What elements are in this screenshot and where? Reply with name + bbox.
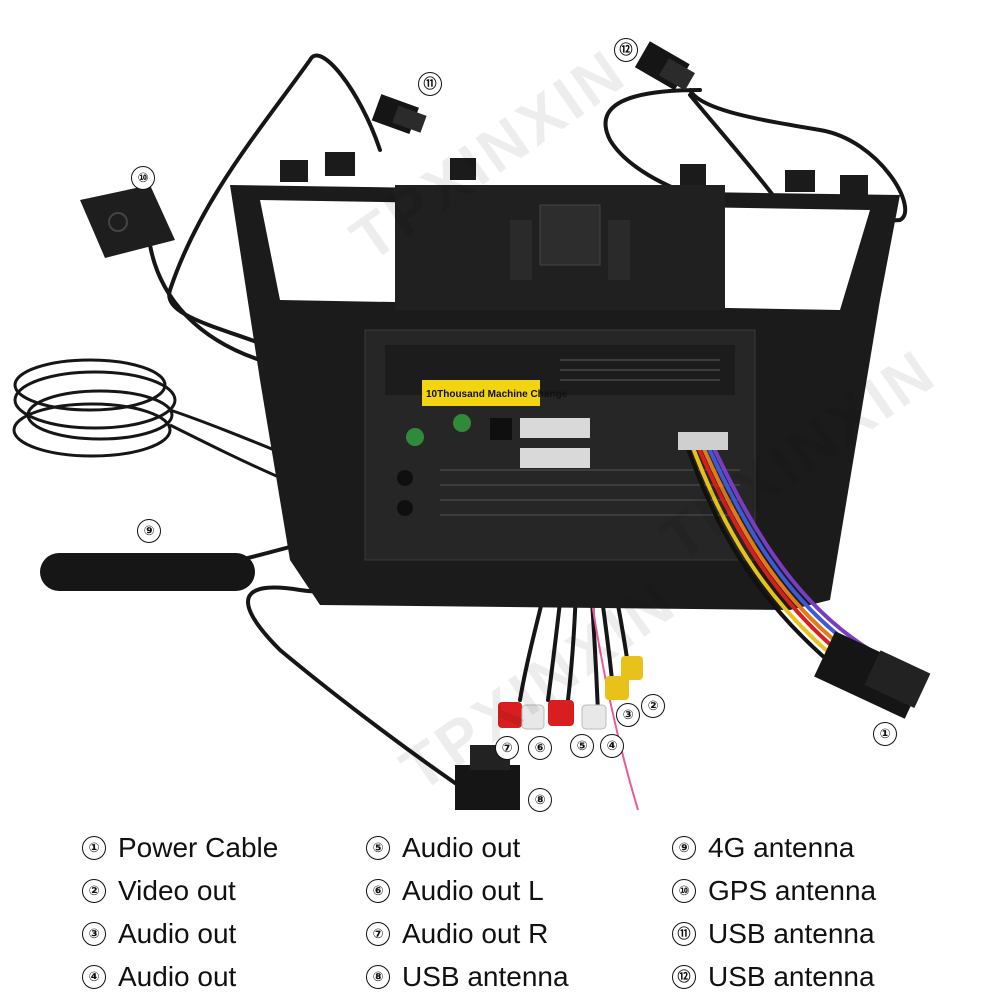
legend-number: ⑨ — [672, 835, 696, 860]
legend-item: ③ Audio out — [82, 912, 278, 955]
legend-item: ⑤ Audio out — [366, 826, 569, 869]
legend-label: Audio out R — [402, 917, 549, 949]
legend-label: Video out — [118, 874, 236, 906]
legend-item: ⑦ Audio out R — [366, 912, 569, 955]
usb-connector-12 — [634, 41, 695, 91]
green-connector — [453, 414, 471, 432]
legend-item: ④ Audio out — [82, 955, 278, 998]
legend-label: Audio out — [118, 917, 237, 949]
rca-connectors — [498, 656, 643, 730]
power-harness — [683, 439, 872, 677]
legend-label: GPS antenna — [708, 874, 877, 906]
legend-number: ⑩ — [672, 878, 696, 903]
vent-slots — [440, 359, 740, 516]
legend-label: USB antenna — [708, 917, 875, 949]
legend-number: ⑥ — [366, 878, 390, 903]
legend-item: ⑩ GPS antenna — [672, 869, 876, 912]
legend-number: ③ — [82, 921, 106, 946]
white-plug — [520, 418, 590, 438]
legend: ① Power Cable ② Video out ③ Audio out ④ Audi… — [0, 826, 1000, 1000]
legend-number: ② — [82, 878, 106, 903]
legend-label: Audio out L — [402, 874, 544, 906]
legend-item: ⑫ USB antenna — [672, 955, 876, 998]
legend-label: USB antenna — [402, 960, 569, 992]
4g-antenna — [40, 553, 255, 591]
usb-connector-8 — [455, 745, 520, 810]
legend-label: 4G antenna — [708, 831, 855, 863]
legend-number: ⑤ — [366, 835, 390, 860]
legend-number: ① — [82, 835, 106, 860]
legend-label: Audio out — [402, 831, 521, 863]
wiring-illustration: 10Thousand Machine Change — [12, 41, 931, 811]
legend-item: ⑪ USB antenna — [672, 912, 876, 955]
legend-number: ⑪ — [672, 921, 696, 946]
legend-number: ⑦ — [366, 921, 390, 946]
green-connector — [406, 428, 424, 446]
power-connector — [814, 631, 931, 719]
legend-number: ④ — [82, 964, 106, 989]
legend-number: ⑧ — [366, 964, 390, 989]
mount-socket — [539, 204, 601, 266]
callout-11: ⑪ — [418, 72, 442, 96]
callout-6: ⑥ — [528, 736, 552, 760]
legend-number: ⑫ — [672, 964, 696, 989]
callout-12: ⑫ — [614, 38, 638, 62]
usb-connector-11 — [371, 94, 427, 135]
legend-label: Audio out — [118, 960, 237, 992]
legend-column-2: ⑤ Audio out ⑥ Audio out L ⑦ Audio out R ⑧ US… — [366, 826, 569, 998]
callout-1: ① — [873, 722, 897, 746]
callout-4: ④ — [600, 734, 624, 758]
callout-3: ③ — [616, 703, 640, 727]
legend-column-1: ① Power Cable ② Video out ③ Audio out ④ Audi… — [82, 826, 278, 998]
callout-7: ⑦ — [495, 736, 519, 760]
sticker-text: 10Thousand Machine Change — [426, 389, 568, 400]
callout-8: ⑧ — [528, 788, 552, 812]
wiring-diagram: 10Thousand Machine Change — [12, 36, 949, 812]
legend-item: ② Video out — [82, 869, 278, 912]
legend-item: ⑥ Audio out L — [366, 869, 569, 912]
callout-9: ⑨ — [137, 519, 161, 543]
legend-item: ① Power Cable — [82, 826, 278, 869]
callout-2: ② — [641, 694, 665, 718]
legend-label: Power Cable — [118, 831, 279, 863]
legend-item: ⑧ USB antenna — [366, 955, 569, 998]
gps-antenna — [80, 185, 175, 258]
callout-5: ⑤ — [570, 734, 594, 758]
sticker — [422, 380, 540, 406]
legend-item: ⑨ 4G antenna — [672, 826, 876, 869]
callout-10: ⑩ — [131, 166, 155, 190]
legend-label: USB antenna — [708, 960, 875, 992]
white-plug — [520, 448, 590, 468]
